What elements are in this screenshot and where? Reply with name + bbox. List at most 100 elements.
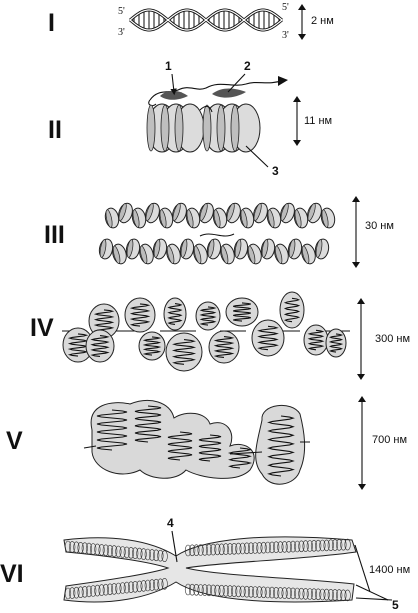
metaphase-chromosome bbox=[63, 536, 357, 603]
nucleosome bbox=[206, 238, 222, 260]
nucleosome bbox=[287, 238, 303, 260]
chromatin-coil bbox=[218, 543, 225, 556]
chromatin-coil bbox=[214, 543, 221, 556]
fibre-linker bbox=[199, 233, 235, 237]
condensed-domain-left bbox=[90, 400, 255, 479]
chromatin-squiggle bbox=[67, 333, 89, 357]
chromatin-coil bbox=[331, 539, 339, 551]
callout-5: 5 bbox=[392, 598, 399, 612]
chromatin-coil bbox=[140, 548, 147, 560]
size-arrow-1 bbox=[298, 4, 306, 40]
chromatin-coil bbox=[235, 585, 242, 598]
chromatin-coil bbox=[294, 587, 301, 600]
nucleosome bbox=[239, 207, 255, 229]
chromatin-coil bbox=[153, 578, 160, 591]
dna-direction-arrowhead bbox=[278, 76, 288, 86]
chromatin-coil bbox=[344, 589, 351, 602]
chromatin-squiggle bbox=[171, 339, 197, 365]
chromatin-squiggle bbox=[233, 302, 251, 322]
chromatin-coil bbox=[331, 589, 339, 601]
chromatin-coil bbox=[201, 544, 208, 556]
chromatin-coil bbox=[315, 539, 322, 552]
nucleosome bbox=[125, 238, 141, 260]
chromatin-coil bbox=[327, 539, 334, 552]
chromatin-squiggle bbox=[129, 303, 151, 327]
size-label-4: 300 нм bbox=[375, 333, 410, 345]
chromatin-coil bbox=[193, 583, 200, 596]
loop-domains-300nm bbox=[62, 291, 347, 372]
dna-double-helix bbox=[129, 8, 283, 32]
level-6-label: VI bbox=[0, 560, 24, 588]
nucleosome bbox=[118, 202, 133, 224]
chromatin-coil bbox=[127, 581, 135, 594]
callout-1: 1 bbox=[165, 59, 172, 73]
chromatin-coil bbox=[111, 583, 118, 595]
chromatin-coil bbox=[210, 543, 217, 556]
chromatin-squiggle bbox=[267, 415, 295, 477]
chromatin-coil bbox=[319, 588, 326, 601]
chromatin-squiggle bbox=[93, 309, 115, 333]
chromatin-coil bbox=[119, 582, 126, 594]
chromatin-coil bbox=[298, 587, 305, 600]
chromatin-coil bbox=[197, 584, 204, 596]
nucleosome bbox=[280, 202, 295, 224]
chromatin-coil bbox=[157, 549, 164, 562]
chromatin-coil bbox=[127, 546, 135, 559]
chromatin-squiggle bbox=[307, 329, 325, 351]
dna-end-right-bottom: 3' bbox=[282, 30, 289, 41]
nucleosome bbox=[112, 243, 127, 265]
chromatin-coil bbox=[264, 541, 271, 554]
chromatin-coil bbox=[153, 549, 160, 562]
chromatin-coil bbox=[277, 587, 284, 599]
chromatin-coil bbox=[94, 543, 101, 556]
nucleosome bbox=[220, 243, 235, 265]
chromatin-coil bbox=[310, 539, 318, 552]
nucleosome bbox=[307, 202, 322, 224]
level-1-label: I bbox=[48, 9, 55, 37]
chromatin-squiggle bbox=[328, 333, 344, 353]
chromatin-squiggle bbox=[227, 447, 253, 469]
size-arrow-4 bbox=[357, 298, 365, 380]
chromatin-coil bbox=[189, 583, 196, 596]
nucleosome bbox=[260, 238, 276, 260]
chromatin-coil bbox=[69, 587, 76, 599]
chromatin-coil bbox=[231, 542, 238, 555]
nucleosome bbox=[152, 238, 168, 260]
condensed-axis bbox=[83, 441, 310, 455]
level-6-chromosome: VI 4 1400 нм 5 bbox=[0, 516, 410, 612]
chromatin-coil bbox=[123, 581, 130, 594]
level-3-label: III bbox=[44, 221, 65, 249]
chromatin-coil bbox=[77, 586, 84, 599]
size-label-6: 1400 нм bbox=[369, 564, 410, 576]
chromatin-coil bbox=[193, 544, 200, 557]
nucleosome-cores bbox=[146, 103, 261, 153]
chromatin-coil bbox=[222, 585, 229, 597]
chromatin-coil bbox=[315, 588, 322, 601]
chromatin-squiggle bbox=[167, 431, 193, 461]
chromatin-coil bbox=[148, 549, 156, 561]
chromatin-coil bbox=[189, 544, 196, 557]
chromatin-coil bbox=[205, 543, 213, 556]
chromatin-coil bbox=[184, 583, 192, 596]
chromatin-squiggle bbox=[134, 405, 162, 443]
chromatid-coils bbox=[64, 538, 351, 602]
chromatin-coil bbox=[90, 543, 97, 555]
size-label-3: 30 нм bbox=[365, 220, 394, 232]
chromatin-coil bbox=[81, 542, 88, 555]
nucleosome bbox=[293, 207, 309, 229]
callout-2: 2 bbox=[244, 59, 251, 73]
level-5-condensed-section: V 700 нм bbox=[6, 396, 407, 490]
chromatin-coil bbox=[102, 583, 109, 596]
level-2-nucleosomes: II 1 2 3 11 нм bbox=[48, 59, 332, 178]
chromatin-coil bbox=[285, 587, 292, 600]
chromatin-coil bbox=[77, 541, 84, 554]
chromatin-coil bbox=[73, 586, 80, 599]
chromatin-coil bbox=[214, 584, 221, 597]
chromatin-coil bbox=[132, 580, 139, 593]
chromatin-coil bbox=[289, 540, 297, 553]
nucleosome bbox=[104, 207, 120, 229]
chromatin-coil bbox=[90, 585, 97, 597]
chromatin-coil bbox=[264, 586, 271, 599]
chromatin-coil bbox=[235, 542, 242, 555]
chromatin-coil bbox=[306, 588, 313, 600]
